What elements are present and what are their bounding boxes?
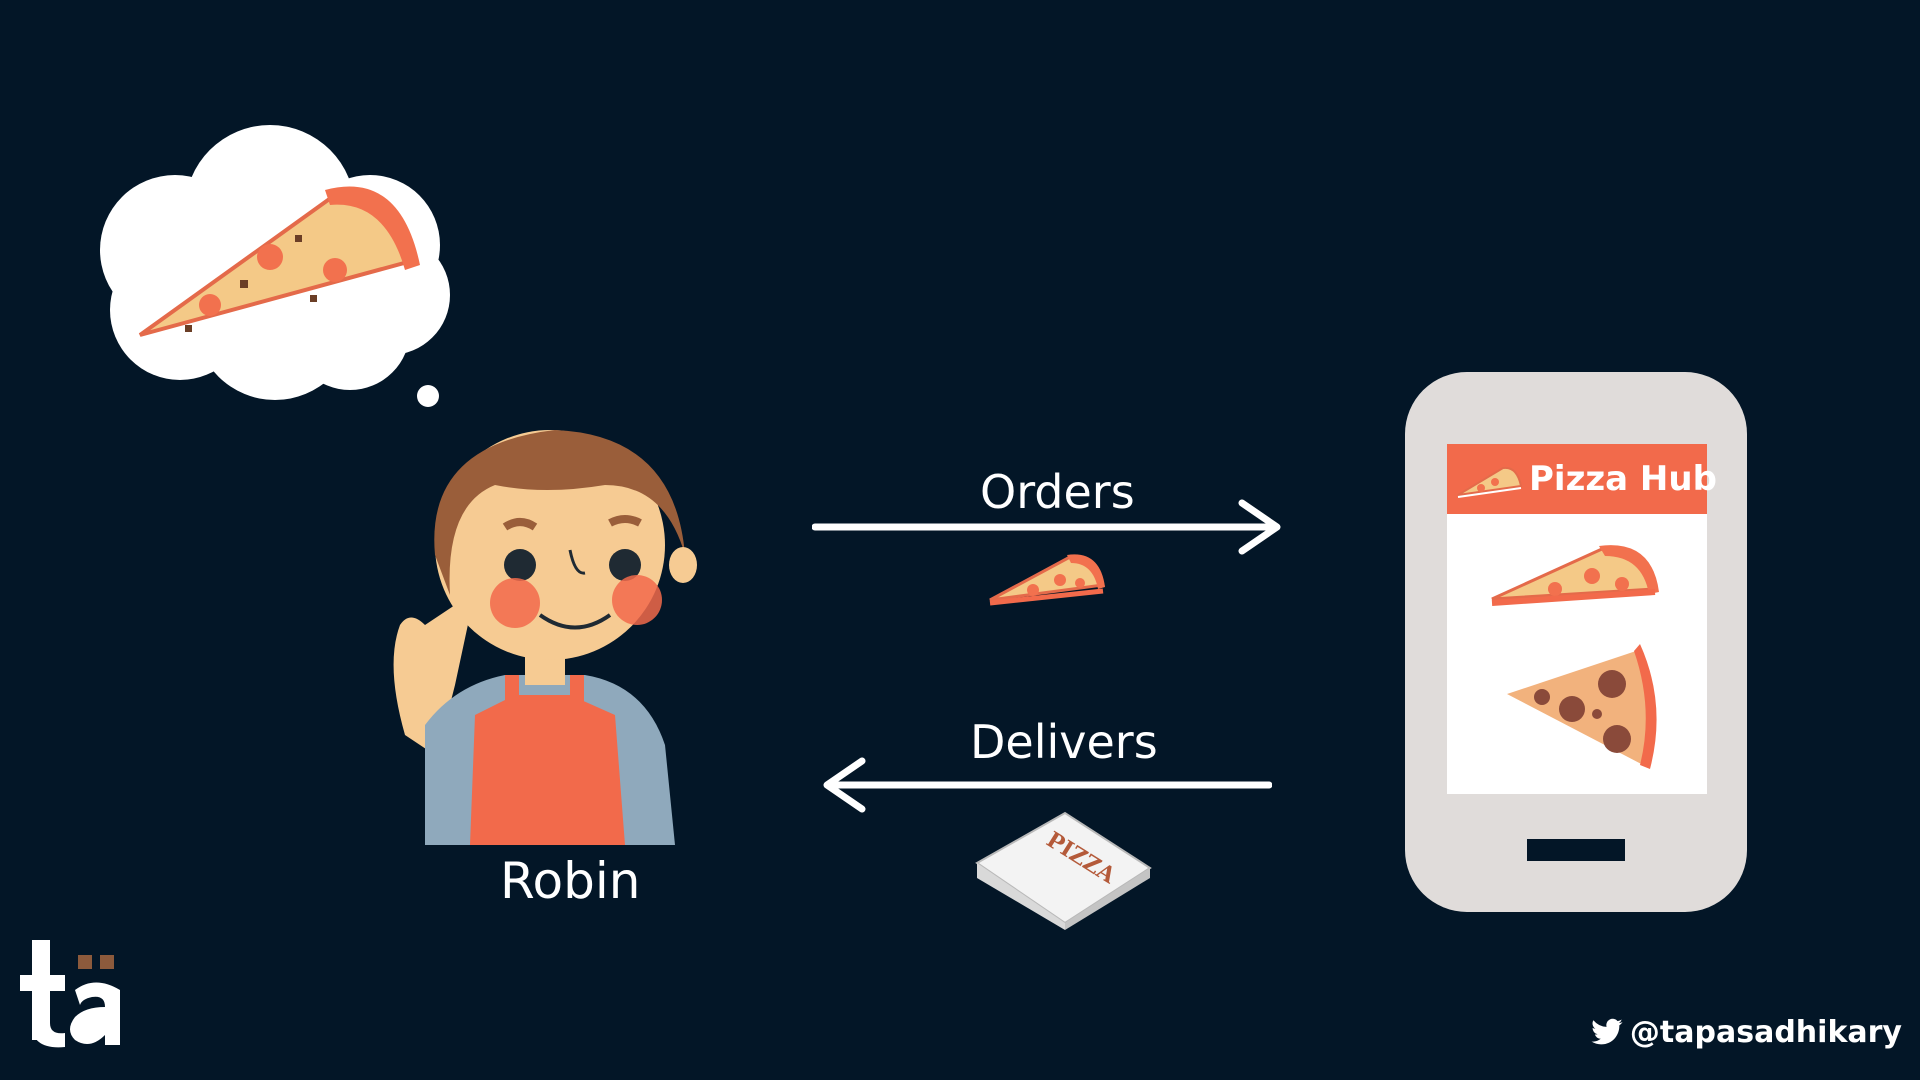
person-name-label: Robin: [500, 852, 641, 910]
orders-arrow: [812, 499, 1281, 555]
pizza-slice-icon: [138, 186, 420, 337]
delivers-arrow: [823, 757, 1272, 813]
pizza-slice-icon: [1457, 466, 1523, 498]
phone-home-button[interactable]: [1527, 839, 1625, 861]
pizza-slice-icon[interactable]: [1487, 534, 1662, 614]
twitter-bird-icon: [1591, 1018, 1623, 1044]
pizza-box-icon: PIZZA: [975, 811, 1152, 930]
thought-cloud: [100, 125, 450, 407]
social-handle[interactable]: @tapasadhikary: [1590, 1015, 1902, 1050]
orders-label: Orders: [980, 465, 1135, 519]
brand-logo: tä: [20, 935, 130, 1055]
social-handle-text: @tapasadhikary: [1629, 1015, 1902, 1050]
app-header: Pizza Hub: [1447, 444, 1717, 514]
phone-screen: Pizza Hub: [1447, 444, 1717, 794]
delivers-label: Delivers: [970, 715, 1158, 769]
pizza-slice-icon: [989, 554, 1105, 606]
pepperoni-pizza-slice-icon[interactable]: [1502, 639, 1667, 774]
phone-device: Pizza Hub: [1405, 372, 1747, 912]
person-illustration: [393, 430, 697, 845]
app-title: Pizza Hub: [1529, 459, 1717, 499]
